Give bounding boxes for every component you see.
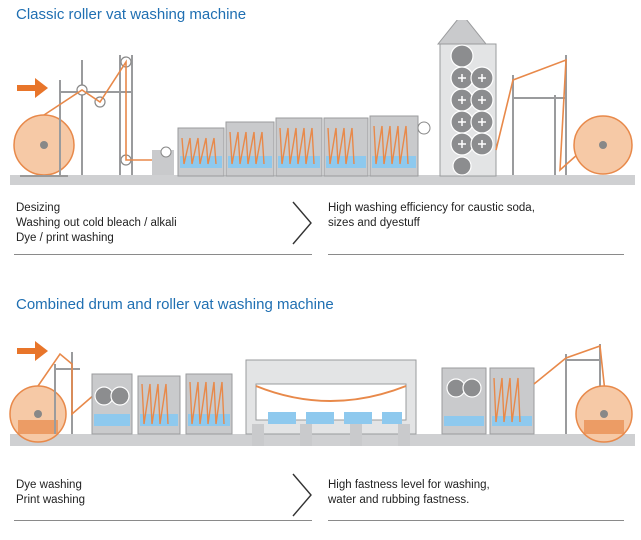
combined-machine-diagram: [9, 341, 635, 446]
combined-application-line: Print washing: [16, 494, 86, 506]
divider: [328, 254, 624, 255]
classic-title: Classic roller vat washing machine: [16, 6, 247, 23]
vat-roller-fabric: [141, 381, 225, 425]
classic-application-line: Dye / print washing: [16, 232, 114, 244]
drum-plus-marks: [458, 74, 486, 148]
drum-washer-fabric: [255, 385, 407, 402]
chevron-right-icon: [292, 201, 312, 245]
left-batch-roll: [13, 114, 75, 177]
drum-stack: [450, 44, 494, 176]
left-batch-roll: [9, 385, 67, 443]
classic-benefit-line: sizes and dyestuff: [328, 217, 420, 229]
floor-base: [10, 175, 635, 185]
infeed-arrow-icon: [17, 78, 48, 98]
exit-water: [444, 416, 532, 426]
classic-applications: Desizing Washing out cold bleach / alkal…: [16, 201, 177, 246]
feed-rollers: [76, 56, 132, 166]
classic-section: Classic roller vat washing machine: [0, 0, 641, 260]
combined-title: Combined drum and roller vat washing mac…: [16, 296, 334, 313]
combined-section: Combined drum and roller vat washing mac…: [0, 286, 641, 540]
exit-fabric-path: [495, 58, 606, 172]
classic-benefit-line: High washing efficiency for caustic soda…: [328, 202, 535, 214]
squeeze-rollers: [160, 121, 431, 158]
exit-vat-fabric: [493, 377, 521, 423]
floor-base: [10, 434, 635, 446]
drum-washer-water: [268, 412, 402, 424]
wash-water: [94, 414, 230, 426]
tower-roof: [436, 20, 488, 45]
right-batch-roll: [573, 115, 633, 175]
combined-benefits: High fastness level for washing, water a…: [328, 478, 490, 508]
combined-benefit-line: water and rubbing fastness.: [328, 494, 470, 506]
feed-fabric-path: [43, 59, 160, 161]
exit-drums: [446, 378, 482, 398]
classic-application-line: Desizing: [16, 202, 61, 214]
divider: [14, 254, 312, 255]
divider: [328, 520, 624, 521]
vat-roller-fabric: [181, 125, 409, 165]
infeed-arrow-icon: [17, 341, 48, 361]
chevron-right-icon: [292, 473, 312, 517]
classic-machine-diagram: [10, 20, 635, 185]
divider: [14, 520, 312, 521]
classic-benefits: High washing efficiency for caustic soda…: [328, 201, 535, 231]
right-batch-roll: [575, 385, 633, 443]
exit-fabric-path: [533, 344, 606, 393]
drum-unit: [94, 386, 130, 406]
feed-fabric-path: [37, 352, 96, 416]
classic-application-line: Washing out cold bleach / alkali: [16, 217, 177, 229]
left-feed-frame: [59, 55, 133, 175]
combined-application-line: Dye washing: [16, 479, 82, 491]
pillar-supports: [252, 424, 410, 446]
combined-benefit-line: High fastness level for washing,: [328, 479, 490, 491]
exit-frame: [512, 55, 567, 175]
combined-applications: Dye washing Print washing: [16, 478, 85, 508]
